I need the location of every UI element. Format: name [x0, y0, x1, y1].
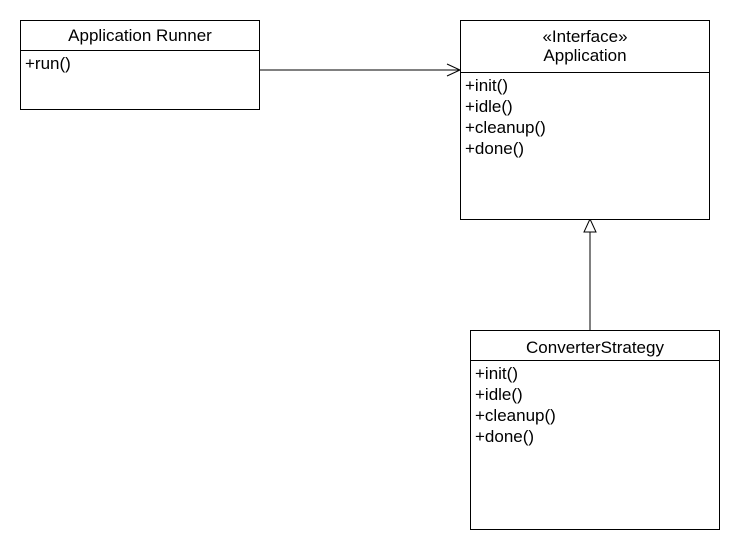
class-name: Application Runner	[68, 26, 212, 45]
class-application-interface[interactable]: «Interface» Application +init() +idle() …	[460, 20, 710, 220]
operation-item: +run()	[25, 54, 71, 73]
operation-item: +init()	[475, 364, 518, 383]
operations-compartment: +init() +idle() +cleanup() +done()	[471, 361, 719, 447]
operation-item: +cleanup()	[475, 406, 556, 425]
class-header: «Interface» Application	[461, 21, 709, 73]
class-application-runner[interactable]: Application Runner +run()	[20, 20, 260, 110]
class-name: ConverterStrategy	[526, 338, 664, 357]
operation-item: +idle()	[475, 385, 523, 404]
class-stereotype: «Interface»	[542, 27, 628, 46]
operations-compartment: +run()	[21, 51, 259, 74]
operation-item: +idle()	[465, 97, 513, 116]
operation-item: +init()	[465, 76, 508, 95]
hollow-triangle-arrowhead-icon	[583, 217, 597, 233]
operation-item: +cleanup()	[465, 118, 546, 137]
operations-compartment: +init() +idle() +cleanup() +done()	[461, 73, 709, 159]
operation-item: +done()	[465, 139, 525, 158]
class-header: ConverterStrategy	[471, 331, 719, 361]
class-header: Application Runner	[21, 21, 259, 51]
operation-item: +done()	[475, 427, 535, 446]
class-name: Application	[543, 46, 627, 65]
class-converter-strategy[interactable]: ConverterStrategy +init() +idle() +clean…	[470, 330, 720, 530]
